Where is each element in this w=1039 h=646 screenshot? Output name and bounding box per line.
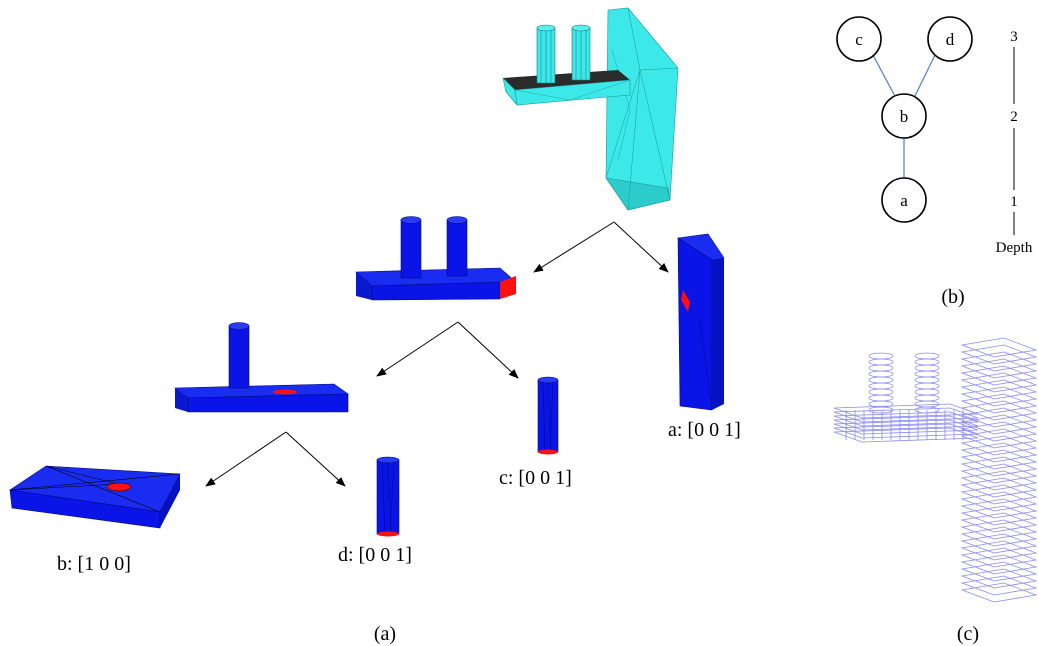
slice-tall-block [960, 428, 1038, 449]
slice-cylinder [868, 352, 894, 360]
segment-slab-two-cylinders [355, 216, 517, 301]
slice-tall-block [960, 540, 1038, 561]
slice-representation [833, 337, 1038, 603]
slice-cylinder [914, 400, 940, 408]
edge-c-b [872, 54, 898, 101]
slice-tall-block [960, 407, 1038, 428]
slice-cylinder [914, 388, 940, 396]
slice-cylinder [914, 352, 940, 360]
tree-node-b [881, 93, 927, 139]
slice-tall-block [960, 512, 1038, 533]
tree-node-a [881, 177, 927, 223]
depth-label: Depth [996, 240, 1033, 256]
caption-a: (a) [374, 623, 396, 645]
slice-slab [833, 423, 979, 439]
slice-tall-block [960, 372, 1038, 393]
slice-tall-block [960, 400, 1038, 421]
slice-tall-block [960, 449, 1038, 470]
slice-tall-block [960, 358, 1038, 379]
slice-tall-block [960, 526, 1038, 547]
slice-tall-block [960, 533, 1038, 554]
slice-tall-block [960, 351, 1038, 372]
tree-node-b-label: b [900, 107, 909, 126]
slice-tall-block [960, 561, 1038, 582]
slice-slab [833, 403, 979, 419]
segment-a-block [677, 233, 725, 411]
slice-tall-block [960, 554, 1038, 575]
slice-cylinder [868, 406, 894, 414]
slice-tall-block [960, 498, 1038, 519]
slice-slab [833, 415, 979, 431]
slice-slab [833, 407, 979, 423]
slice-cylinder [914, 358, 940, 366]
slice-tall-block [960, 344, 1038, 365]
slice-cylinder [868, 376, 894, 384]
tree-node-a-label: a [900, 191, 908, 210]
slice-tall-block [960, 386, 1038, 407]
label-b: b: [1 0 0] [57, 553, 131, 575]
slice-tall-block [960, 421, 1038, 442]
slice-tall-block [960, 519, 1038, 540]
caption-c: (c) [957, 623, 979, 645]
segment-b-slab [9, 465, 181, 529]
slice-tall-block [960, 582, 1038, 603]
slice-tall-block [960, 442, 1038, 463]
slice-cylinder [868, 388, 894, 396]
slice-tall-block [960, 379, 1038, 400]
segment-slab-one-cylinder [174, 322, 349, 413]
label-d: d: [0 0 1] [338, 544, 412, 566]
slice-tall-block [960, 337, 1038, 358]
slice-tall-block [960, 456, 1038, 477]
label-a: a: [0 0 1] [668, 419, 741, 441]
slice-tall-block [960, 477, 1038, 498]
slice-tall-block [960, 484, 1038, 505]
slice-tall-block [960, 393, 1038, 414]
slice-tall-block [960, 470, 1038, 491]
slice-cylinder [914, 370, 940, 378]
slice-slab [833, 411, 979, 427]
slice-tall-block [960, 575, 1038, 596]
slice-tall-block [960, 463, 1038, 484]
segment-c-cylinder [537, 376, 559, 455]
input-model [502, 7, 679, 211]
caption-b: (b) [941, 286, 964, 308]
tree-node-c [836, 16, 882, 62]
depth-axis: 3 2 1 Depth [996, 29, 1033, 256]
depth-tick-3: 3 [1010, 29, 1018, 45]
slice-cylinder [868, 358, 894, 366]
slice-cylinder [914, 406, 940, 414]
slice-tall-block [960, 505, 1038, 526]
depth-tick-2: 2 [1010, 109, 1018, 125]
segment-d-cylinder [376, 456, 400, 537]
slice-cylinder [868, 382, 894, 390]
slice-tall-block [960, 491, 1038, 512]
depth-tick-1: 1 [1010, 194, 1018, 210]
edge-d-b [912, 54, 936, 101]
slice-cylinder [914, 394, 940, 402]
slice-tall-block [960, 568, 1038, 589]
tree-node-c-label: c [855, 30, 863, 49]
label-c: c: [0 0 1] [499, 467, 572, 489]
tree-node-d-label: d [946, 30, 955, 49]
slice-tall-block [960, 547, 1038, 568]
slice-cylinder [914, 382, 940, 390]
slice-cylinder [914, 376, 940, 384]
slice-tall-block [960, 435, 1038, 456]
tree-node-d [927, 16, 973, 62]
segmentation-tree: c d b a [836, 16, 973, 223]
slice-cylinder [914, 364, 940, 372]
slice-cylinder [868, 394, 894, 402]
slice-slab [833, 427, 979, 443]
slice-tall-block [960, 414, 1038, 435]
slice-cylinder [868, 364, 894, 372]
slice-cylinder [868, 370, 894, 378]
slice-tall-block [960, 365, 1038, 386]
slice-slab [833, 419, 979, 435]
